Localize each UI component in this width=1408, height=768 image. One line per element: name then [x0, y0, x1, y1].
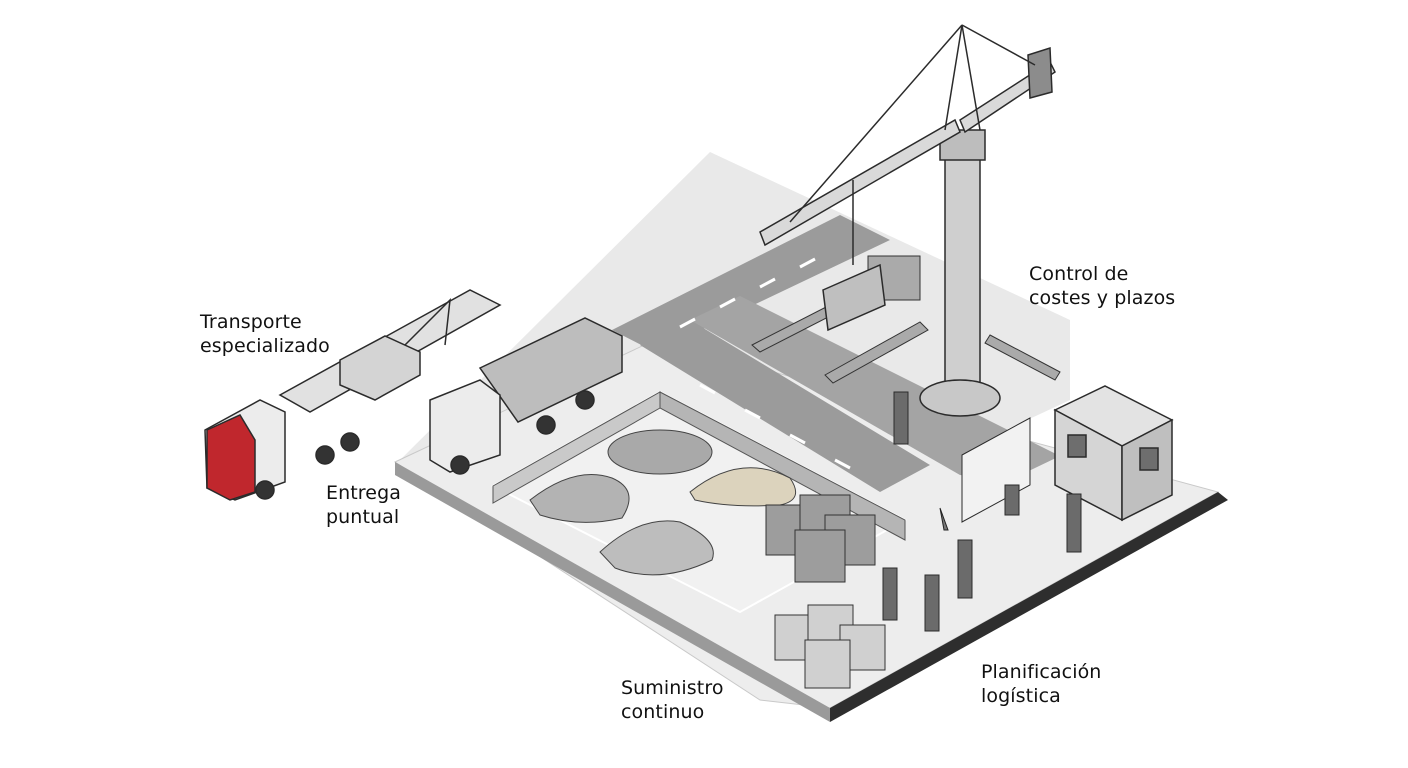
label-transporte-especializado: Transporte especializado — [200, 310, 330, 358]
traffic-cone — [939, 507, 949, 531]
worker — [957, 539, 973, 599]
cement-pile — [599, 520, 714, 576]
workers — [882, 391, 1082, 632]
label-line: continuo — [621, 701, 705, 723]
worker — [1004, 484, 1020, 516]
label-entrega-puntual: Entrega puntual — [326, 481, 401, 529]
label-line: logística — [981, 685, 1061, 707]
planning-board — [961, 417, 1031, 523]
label-line: Entrega — [326, 482, 401, 504]
worker — [882, 567, 898, 621]
road — [612, 215, 1060, 492]
worker — [1066, 493, 1082, 553]
worker — [893, 391, 909, 445]
label-line: Control de — [1029, 263, 1129, 285]
label-line: puntual — [326, 506, 400, 528]
label-line: Planificación — [981, 661, 1102, 683]
gray-aggregate-pile — [529, 474, 630, 523]
road-markings — [679, 257, 851, 470]
gravel-pile — [607, 429, 713, 475]
worker — [924, 574, 940, 632]
sand-pile — [689, 467, 797, 507]
excavator — [339, 297, 451, 401]
label-line: costes y plazos — [1029, 287, 1176, 309]
tower-crane — [759, 24, 1056, 417]
label-line: especializado — [200, 335, 330, 357]
label-control-costes-plazos: Control de costes y plazos — [1029, 262, 1175, 310]
lowboy-truck — [204, 289, 502, 501]
label-planificacion-logistica: Planificación logística — [981, 660, 1101, 708]
tipper-truck — [429, 317, 623, 475]
label-line: Transporte — [200, 311, 302, 333]
label-line: Suministro — [621, 677, 724, 699]
brick-pallets — [765, 494, 876, 583]
site-office — [1053, 385, 1174, 522]
cement-bag-pallets — [774, 604, 886, 689]
label-suministro-continuo: Suministro continuo — [621, 676, 724, 724]
